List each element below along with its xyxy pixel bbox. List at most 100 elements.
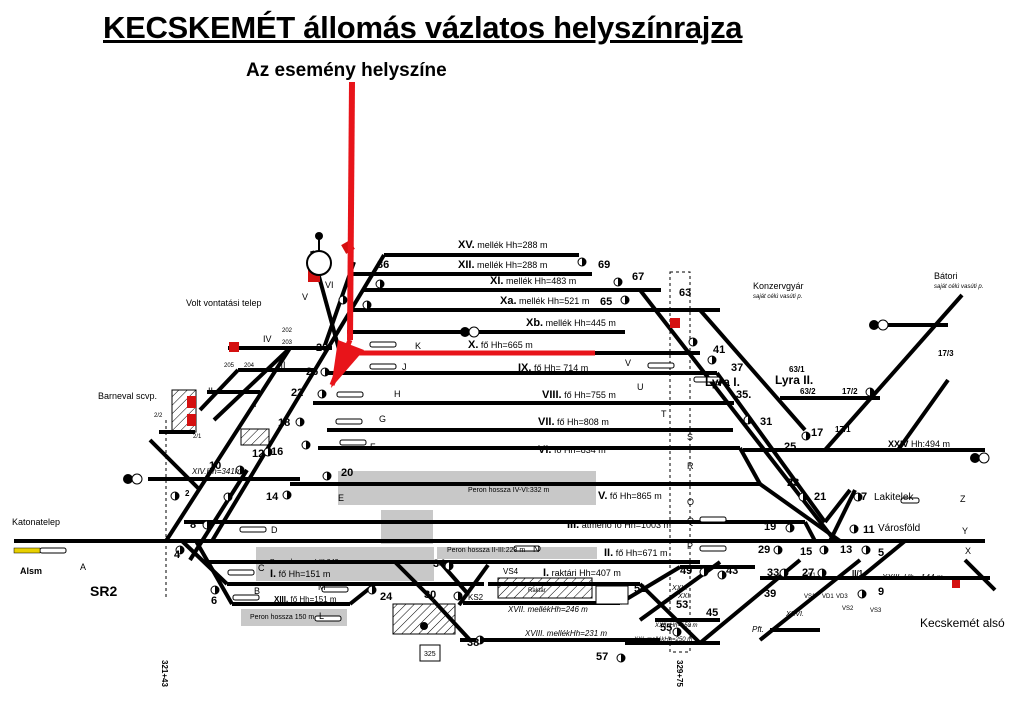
switch-number: 6 [211, 595, 217, 607]
svg-text:XII. mellék Hh=288 m: XII. mellék Hh=288 m [458, 259, 547, 271]
track-roman: XXII. [654, 623, 668, 629]
place-batori-sub: saját célú vasúti p. [934, 284, 983, 290]
switch-number: 8 [190, 519, 196, 531]
switch-number: 13 [840, 544, 852, 556]
switch-number: 24 [380, 591, 393, 603]
building-brick [595, 585, 629, 605]
signal-letter: M [318, 582, 326, 592]
track-desc: fő Hh=671 m [616, 548, 668, 558]
platform-label: Peron hossza 150 m [250, 614, 314, 621]
building-325 [419, 644, 441, 662]
svg-text:I. raktári Hh=407 m: I. raktári Hh=407 m [543, 567, 621, 579]
track-desc: Hh= 144 m [904, 573, 944, 582]
track-roman: XXIV [888, 439, 909, 449]
track-desc: fő Hh=865 m [610, 491, 662, 501]
switch-number: 12 [252, 448, 264, 460]
small-label: 204 [244, 363, 255, 369]
place-konzervgyar-sub: saját célú vasúti p. [753, 294, 802, 300]
small-label: VS4 [503, 567, 519, 576]
chainage-label: 321+43 [160, 660, 169, 687]
track-roman: III. [567, 519, 579, 531]
svg-text:XXI. mellékHh=250 m: XXI. mellékHh=250 m [633, 637, 692, 643]
alsm-marker [13, 547, 41, 554]
signal-letter: V [625, 358, 631, 368]
svg-text:I. fő Hh=151 m: I. fő Hh=151 m [270, 568, 330, 580]
chainage-label: 329+75 [675, 660, 684, 687]
signal-letter: D [271, 525, 278, 535]
signal-letter: Q [687, 516, 694, 526]
place-vontatasi: Volt vontatási telep [186, 298, 262, 308]
switch-number: 51 [634, 583, 646, 595]
small-label: II [208, 386, 213, 396]
track-desc: Hh:494 m [911, 439, 950, 449]
track-roman: VIII. [542, 389, 562, 401]
place-lyra1: Lyra I. [705, 375, 740, 389]
switch-number: 33 [767, 567, 779, 579]
switch-number: 17/3 [938, 349, 954, 358]
track-roman: XII. [458, 259, 475, 271]
switch-number: 34 [433, 558, 446, 570]
switch-number: 2 [185, 489, 190, 498]
small-label: 2/2 [154, 413, 163, 419]
track-labels: XV. mellék Hh=288 m XII. mellék Hh=288 m… [191, 239, 950, 643]
signal-letter: N [533, 544, 540, 554]
track-desc: mellék Hh=483 m [506, 276, 576, 286]
switch-number: 39 [764, 588, 776, 600]
svg-text:XIV.Hh=341m: XIV.Hh=341m [191, 467, 242, 476]
switch-number: 45 [706, 607, 718, 619]
small-label: V [302, 292, 308, 302]
place-varosfold: Városföld [878, 523, 920, 534]
switch-number: 29 [758, 544, 770, 556]
building-raktar [497, 577, 593, 599]
switch-number: 41 [713, 344, 725, 356]
svg-text:II. fő Hh=671 m: II. fő Hh=671 m [604, 547, 667, 559]
small-label: VD1 [822, 594, 834, 600]
small-label: 205 [224, 363, 235, 369]
switch-number: 18 [278, 417, 290, 429]
signal-letter: Z [960, 494, 966, 504]
switch-number: 27 [802, 567, 814, 579]
place-konzervgyar: Konzervgyár [753, 281, 804, 291]
page-title: KECSKEMÉT állomás vázlatos helyszínrajza [103, 10, 743, 45]
track-desc: fő Hh=151 m [279, 569, 331, 579]
track-roman: XIII. [274, 595, 288, 604]
svg-text:IX. fő Hh= 714 m: IX. fő Hh= 714 m [518, 362, 588, 374]
switch-number: 35. [736, 389, 751, 401]
track-roman: I. [543, 567, 549, 579]
track-desc: mellék Hh=521 m [519, 296, 589, 306]
signal-letter: S [687, 432, 693, 442]
signal-letter: T [661, 409, 667, 419]
place-kecskemet-also: Kecskemét alsó [920, 616, 1005, 630]
switch-number: 38 [467, 637, 479, 649]
signal-heads [170, 257, 875, 663]
buffer-stops [123, 319, 990, 485]
track-roman: XIV. [191, 467, 207, 476]
svg-text:XI. mellék Hh=483 m: XI. mellék Hh=483 m [490, 275, 576, 287]
platform-label: Peron hossza IV-VI:332 m [468, 487, 549, 494]
platform-connector [381, 510, 433, 544]
signal-letter: A [80, 562, 86, 572]
switch-number: 25 [784, 441, 796, 453]
small-label: 203 [282, 340, 293, 346]
svg-text:XVIII. mellékHh=231 m: XVIII. mellékHh=231 m [524, 629, 607, 638]
small-label: VD3 [836, 594, 848, 600]
track-desc: fő Hh=665 m [481, 340, 533, 350]
track-roman: X. [468, 339, 478, 351]
signal-letter: O [687, 497, 694, 507]
track-roman: XV. [458, 239, 475, 251]
small-label: XXVI. [785, 611, 804, 618]
switch-number: 63/1 [789, 365, 805, 374]
switch-number: 14 [266, 491, 279, 503]
switch-number: 31 [760, 416, 772, 428]
place-alsm: Alsm [20, 566, 42, 576]
track-desc: mellék Hh=445 m [546, 318, 616, 328]
signal-letter: E [338, 493, 344, 503]
switch-number: 17/1 [835, 425, 851, 434]
svg-text:XXIV Hh:494 m: XXIV Hh:494 m [888, 439, 950, 449]
small-label: 2/1 [193, 434, 202, 440]
track-roman: XVIII. [524, 629, 545, 638]
svg-text:X. fő Hh=665 m: X. fő Hh=665 m [468, 339, 533, 351]
signal-letters: K J H G F E D C B M L N U T S R Q P O V … [80, 341, 971, 621]
switch-number: 17/2 [842, 387, 858, 396]
